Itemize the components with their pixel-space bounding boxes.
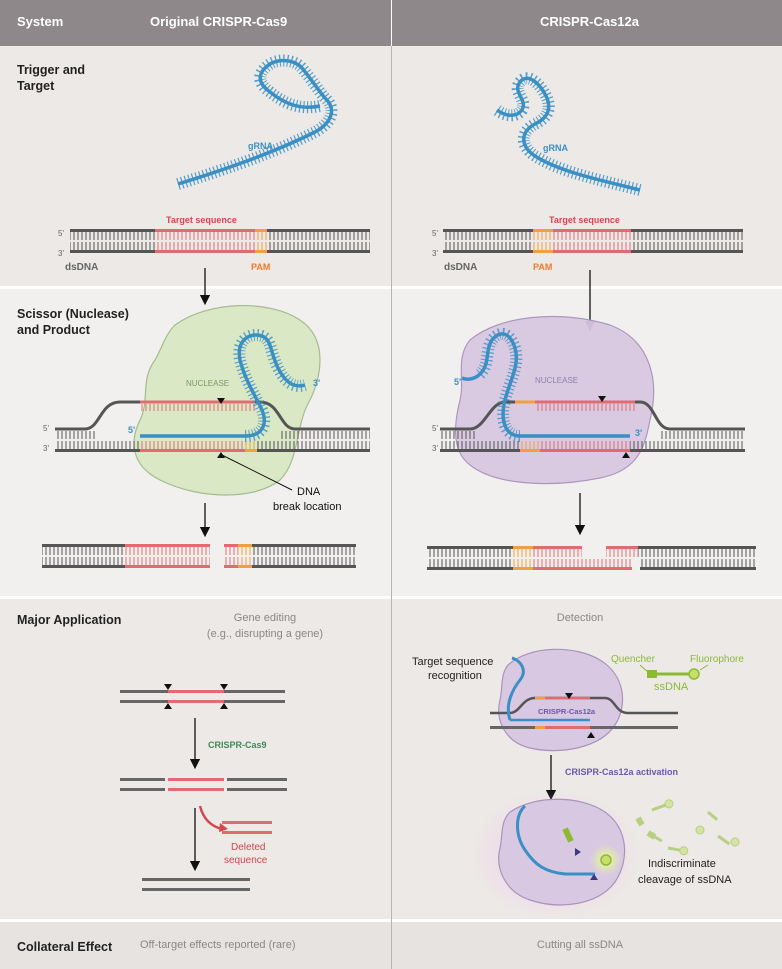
header-system: System [17, 14, 64, 29]
cas12a-grna-bound [461, 327, 630, 442]
right-row2-5prime: 5' [432, 424, 438, 433]
left-target-label: Target sequence [166, 215, 237, 225]
reporter-ssdna [639, 664, 709, 680]
recognition-label-1: Target sequence [412, 656, 493, 668]
right-grna-label: gRNA [543, 143, 568, 153]
right-3prime: 3' [432, 249, 438, 258]
cas12a-detect-body [498, 648, 624, 752]
right-5prime: 5' [432, 229, 438, 238]
ssdna-label: ssDNA [654, 681, 689, 693]
cas12a-nuclease-label: NUCLEASE [535, 376, 578, 385]
left-5prime: 5' [58, 229, 64, 238]
left-gene-target [120, 684, 285, 709]
cleavage-label-2: cleavage of ssDNA [638, 874, 732, 886]
left-dsdna-bottom [70, 242, 370, 253]
right-product-dna [427, 546, 756, 570]
left-pam-label: PAM [251, 262, 270, 272]
column-divider [391, 46, 392, 969]
cas9-app-label: CRISPR-Cas9 [208, 740, 267, 750]
right-pam-label: PAM [533, 262, 552, 272]
left-product-dna [42, 544, 356, 568]
detect-cas12a-label: CRISPR-Cas12a [538, 707, 596, 716]
left-application-sub: (e.g., disrupting a gene) [206, 628, 324, 640]
header-divider [391, 0, 392, 46]
cas9-cut-marker-top [217, 398, 225, 404]
break-label-1: DNA [297, 486, 321, 498]
header-cas9: Original CRISPR-Cas9 [150, 14, 288, 29]
left-dsdna-label: dsDNA [65, 262, 98, 273]
left-grna [176, 54, 338, 190]
cas12a-cut-marker-top [598, 396, 606, 402]
cas9-grna-bound [140, 329, 307, 442]
right-cut-dna [440, 400, 745, 452]
left-row2-3prime: 3' [43, 444, 49, 453]
cleavage-label-1: Indiscriminate [648, 858, 716, 870]
row-label-scissor: Scissor (Nuclease) and Product [17, 307, 129, 337]
left-cut-dna [55, 400, 370, 452]
left-3prime: 3' [58, 249, 64, 258]
cas9-body [133, 305, 321, 496]
deleted-fragment [222, 821, 272, 834]
fluorophore-label: Fluorophore [690, 654, 744, 665]
cleaved-reporter [562, 827, 622, 880]
cas9-3prime: 3' [313, 378, 320, 388]
right-application-title: Detection [556, 612, 604, 624]
right-grna [493, 72, 642, 196]
row-label-trigger: Trigger and Target [17, 63, 86, 93]
cas12a-3prime: 3' [635, 428, 642, 438]
detect-dsdna [490, 656, 678, 738]
break-label-2: break location [273, 501, 342, 513]
right-dsdna-top [443, 229, 743, 240]
cas9-nuclease-label: NUCLEASE [186, 379, 229, 388]
deleted-label-2: sequence [224, 855, 268, 866]
activation-label: CRISPR-Cas12a activation [565, 767, 678, 777]
row-label-collateral: Collateral Effect [17, 940, 113, 954]
cas12a-5prime: 5' [454, 377, 461, 387]
cas9-5prime-grna: 5' [128, 425, 135, 435]
cas12a-body [454, 315, 655, 485]
row-label-application: Major Application [17, 613, 122, 627]
left-grna-label: gRNA [248, 141, 273, 151]
deleted-arrow [198, 805, 223, 831]
right-row2-3prime: 3' [432, 444, 438, 453]
left-gene-cut [120, 778, 287, 791]
left-row2-5prime: 5' [43, 424, 49, 433]
left-gene-result [142, 878, 250, 891]
right-dsdna-label: dsDNA [444, 262, 477, 273]
cas9-cut-marker-bottom [217, 452, 225, 458]
right-collateral-text: Cutting all ssDNA [536, 939, 624, 951]
cas12a-active-grna [516, 804, 595, 876]
recognition-label-2: recognition [428, 670, 482, 682]
quencher-label: Quencher [611, 654, 656, 665]
break-pointer [221, 454, 293, 491]
floating-ssdna [635, 799, 740, 856]
header-cas12a: CRISPR-Cas12a [540, 14, 639, 29]
deleted-arrowhead [219, 823, 228, 832]
right-target-label: Target sequence [549, 215, 620, 225]
right-dsdna-bottom [443, 242, 743, 253]
left-dsdna-top [70, 229, 370, 240]
left-collateral-text: Off-target effects reported (rare) [140, 939, 296, 951]
left-application-title: Gene editing [233, 612, 297, 624]
deleted-label-1: Deleted [231, 842, 265, 853]
cas12a-cut-marker-bottom [622, 452, 630, 458]
